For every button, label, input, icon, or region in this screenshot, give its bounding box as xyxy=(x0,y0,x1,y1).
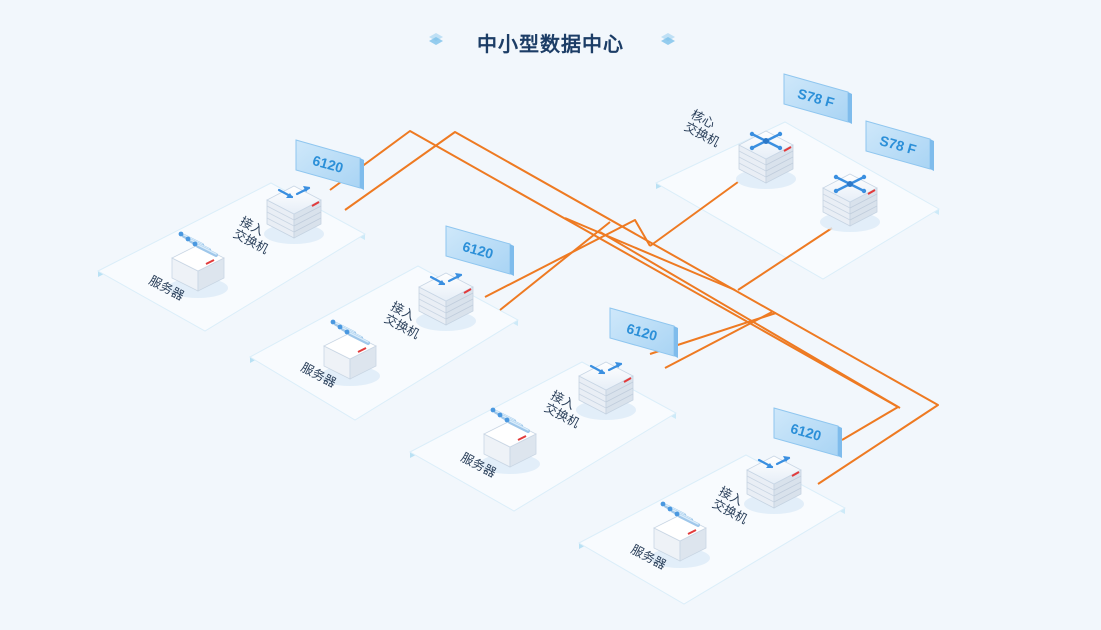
access-switch-tag: 6120 xyxy=(295,139,364,190)
access-switch-icon xyxy=(744,455,804,514)
network-link xyxy=(599,231,901,409)
network-link xyxy=(664,311,773,369)
server-icon xyxy=(650,501,710,568)
access-platform xyxy=(248,265,520,421)
page-title: 中小型数据中心 xyxy=(477,34,624,56)
access-platform xyxy=(96,182,367,332)
access-switch-tag: 6120 xyxy=(609,307,678,358)
network-link xyxy=(344,131,939,485)
core-switch-icon xyxy=(736,130,796,189)
title-ornament-icon xyxy=(429,33,443,45)
network-link xyxy=(564,217,736,291)
network-link xyxy=(329,130,899,441)
network-link xyxy=(737,227,833,291)
access-platform xyxy=(408,361,678,512)
network-link xyxy=(649,181,739,247)
access-switch-tag: 6120 xyxy=(445,225,514,276)
title-ornament-icon xyxy=(661,33,675,45)
access-switch-icon xyxy=(576,361,636,420)
server-icon xyxy=(480,407,540,474)
access-switch-icon xyxy=(416,272,476,331)
server-icon xyxy=(320,319,380,386)
access-switch-tag: 6120 xyxy=(773,407,842,458)
access-platform xyxy=(577,454,847,605)
network-link xyxy=(484,219,651,298)
core-switch-tag: S78 F xyxy=(865,120,934,171)
server-icon xyxy=(168,231,228,298)
core-switch-tag: S78 F xyxy=(783,73,852,124)
network-link xyxy=(499,221,611,311)
core-switch-icon xyxy=(820,173,880,232)
access-switch-icon xyxy=(264,185,324,244)
